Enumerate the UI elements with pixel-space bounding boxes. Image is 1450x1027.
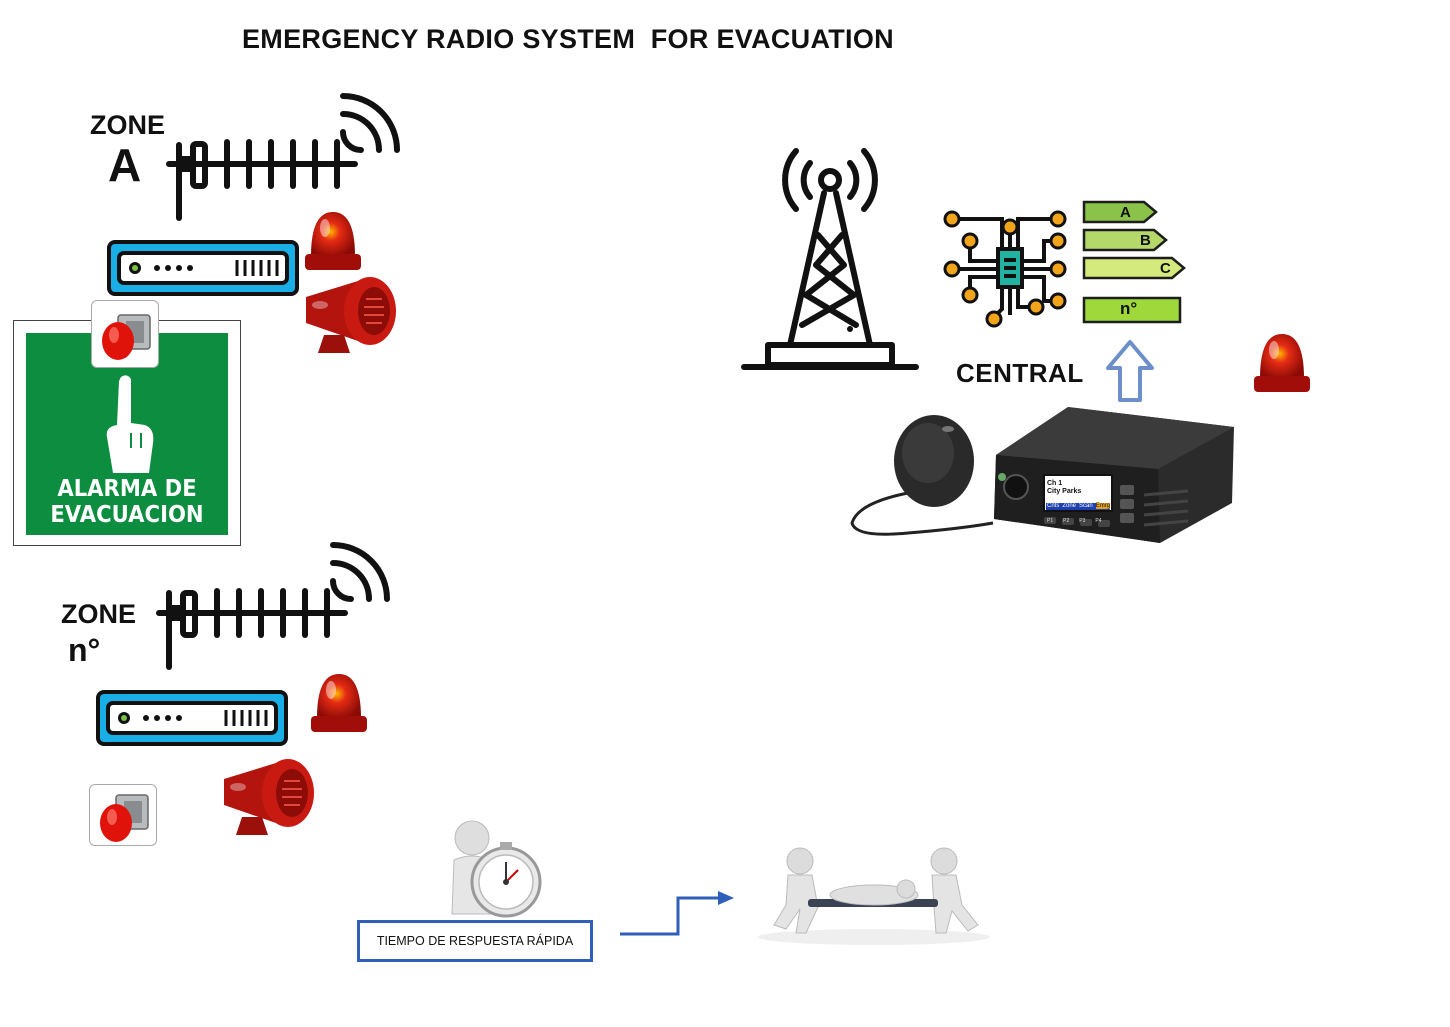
central-label: CENTRAL: [956, 358, 1084, 388]
tag-n-label: n°: [1120, 299, 1138, 318]
yagi-antenna-icon: [156, 542, 390, 670]
response-time-box: TIEMPO DE RESPUESTA RÁPIDA: [357, 920, 593, 962]
function-key[interactable]: P1: [1047, 518, 1054, 524]
radio-soft-keys: Cnts Zone Scan Emrg: [1047, 503, 1111, 509]
yagi-antenna-icon: [166, 93, 400, 221]
soft-key[interactable]: Cnts: [1047, 503, 1060, 509]
siren-horn-icon: [306, 277, 396, 353]
red-push-button-icon: [102, 314, 151, 360]
diagram-title: EMERGENCY RADIO SYSTEM FOR EVACUATION: [242, 24, 894, 54]
function-key[interactable]: P2: [1063, 518, 1070, 524]
red-push-button-icon: [100, 794, 149, 842]
soft-key[interactable]: Scan: [1079, 503, 1093, 509]
alarm-beacon-icon: [311, 674, 367, 732]
zone-n-label: ZONE: [61, 599, 137, 629]
zone-n-id: n°: [68, 632, 101, 668]
sign-text: ALARMA DE EVACUACION: [34, 476, 220, 528]
radio-tower-icon: [741, 148, 919, 370]
function-key[interactable]: P3: [1079, 518, 1086, 524]
siren-horn-icon: [224, 759, 314, 835]
radio-display: Ch 1 City Parks: [1047, 480, 1081, 496]
tag-b-shape: [1082, 228, 1168, 252]
tag-b-label: B: [1140, 232, 1151, 249]
radio-display-line1: Ch 1: [1047, 480, 1063, 487]
radio-transceiver-icon: [96, 690, 288, 746]
tag-c-label: C: [1160, 260, 1171, 277]
tag-n-shape: [1082, 296, 1182, 324]
sign-line-2: EVACUACION: [50, 502, 204, 528]
tag-a-label: A: [1120, 204, 1131, 221]
function-key[interactable]: P4: [1095, 518, 1102, 524]
mobile-radio-base-station: [850, 407, 1234, 543]
soft-key[interactable]: Emrg: [1095, 503, 1111, 509]
alarm-beacon-icon: [305, 212, 361, 270]
soft-key[interactable]: Zone: [1062, 503, 1077, 509]
radio-function-keys: P1 P2 P3 P4: [1047, 518, 1102, 524]
tag-c-shape: [1082, 256, 1186, 280]
stretcher-rescue-icon: [758, 847, 990, 945]
control-circuit-icon: [943, 210, 1067, 328]
radio-transceiver-icon: [107, 240, 299, 296]
connector-arrow-icon: [620, 891, 734, 936]
alarm-beacon-icon: [1254, 334, 1310, 392]
sign-line-1: ALARMA DE: [57, 476, 197, 502]
zone-classification-tags: [1082, 200, 1186, 324]
zone-a-id: A: [108, 139, 142, 191]
push-button-panel[interactable]: [91, 300, 159, 368]
push-button-panel[interactable]: [89, 784, 157, 846]
zone-a-label: ZONE: [90, 110, 166, 140]
arrow-up-icon: [1106, 340, 1154, 402]
evacuation-alarm-sign: ALARMA DE EVACUACION: [13, 320, 241, 546]
stopwatch-person-icon: [451, 820, 542, 918]
pointing-hand-icon: [106, 375, 154, 473]
response-time-label: TIEMPO DE RESPUESTA RÁPIDA: [376, 934, 574, 948]
tag-a-shape: [1082, 200, 1158, 224]
radio-display-line2: City Parks: [1047, 488, 1082, 495]
